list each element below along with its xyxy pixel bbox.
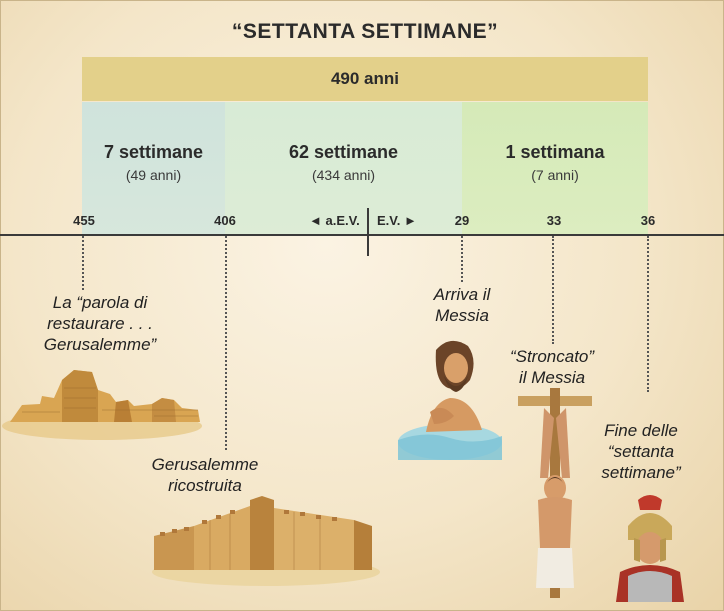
segment-label: 62 settimane — [288, 142, 399, 162]
caption-word-to-restore: La “parola di restaurare . . . Gerusalem… — [20, 292, 180, 355]
segment-label: 1 settimana — [505, 142, 605, 162]
caption-line: restaurare . . . — [47, 314, 153, 333]
rebuilt-city-illustration — [152, 496, 380, 586]
dotted-leader-455 — [82, 236, 84, 290]
tick-29: 29 — [454, 213, 470, 228]
dotted-leader-33 — [552, 236, 554, 344]
tick-36: 36 — [640, 213, 656, 228]
caption-messiah-cut-off: “Stroncato” il Messia — [497, 346, 607, 388]
era-ce-label: E.V. ► — [377, 213, 417, 228]
caption-line: il Messia — [518, 368, 586, 387]
tick-455: 455 — [73, 213, 95, 228]
caption-line: “settanta — [607, 442, 675, 461]
caption-jerusalem-rebuilt: Gerusalemme ricostruita — [130, 454, 280, 496]
tick-406: 406 — [214, 213, 236, 228]
diagram-title: “SETTANTA SETTIMANE” — [231, 20, 499, 43]
segment-years: (7 anni) — [531, 167, 579, 183]
ruins-illustration — [2, 370, 202, 440]
dotted-leader-36 — [647, 236, 649, 392]
caption-line: settimane” — [601, 463, 681, 482]
caption-end-of-seventy-weeks: Fine delle “settanta settimane” — [586, 420, 696, 483]
total-duration-bar: 490 anni — [82, 57, 648, 101]
dotted-leader-29 — [461, 236, 463, 282]
baptism-illustration — [398, 340, 502, 460]
era-divider — [367, 208, 369, 256]
caption-line: ricostruita — [168, 476, 242, 495]
caption-line: La “parola di — [52, 293, 148, 312]
caption-line: Messia — [435, 306, 489, 325]
caption-line: Arriva il — [433, 285, 491, 304]
caption-line: Gerusalemme” — [43, 335, 157, 354]
segment-1-week: 1 settimana (7 anni) — [462, 102, 648, 235]
tick-33: 33 — [546, 213, 562, 228]
segment-years: (49 anni) — [125, 167, 182, 183]
caption-line: Gerusalemme — [151, 455, 259, 474]
segment-62-weeks: 62 settimane (434 anni) — [225, 102, 462, 235]
caption-messiah-arrives: Arriva il Messia — [412, 284, 512, 326]
total-duration-label: 490 anni — [330, 69, 400, 88]
caption-line: Fine delle — [604, 421, 678, 440]
dotted-leader-406 — [225, 236, 227, 450]
segment-7-weeks: 7 settimane (49 anni) — [82, 102, 225, 235]
segment-label: 7 settimane — [103, 142, 204, 162]
roman-soldier-illustration — [616, 495, 684, 602]
era-bce-label: ◄ a.E.V. — [309, 213, 360, 228]
caption-line: “Stroncato” — [509, 347, 595, 366]
timeline-axis — [0, 234, 724, 236]
stake-illustration — [518, 388, 592, 598]
segment-years: (434 anni) — [311, 167, 376, 183]
